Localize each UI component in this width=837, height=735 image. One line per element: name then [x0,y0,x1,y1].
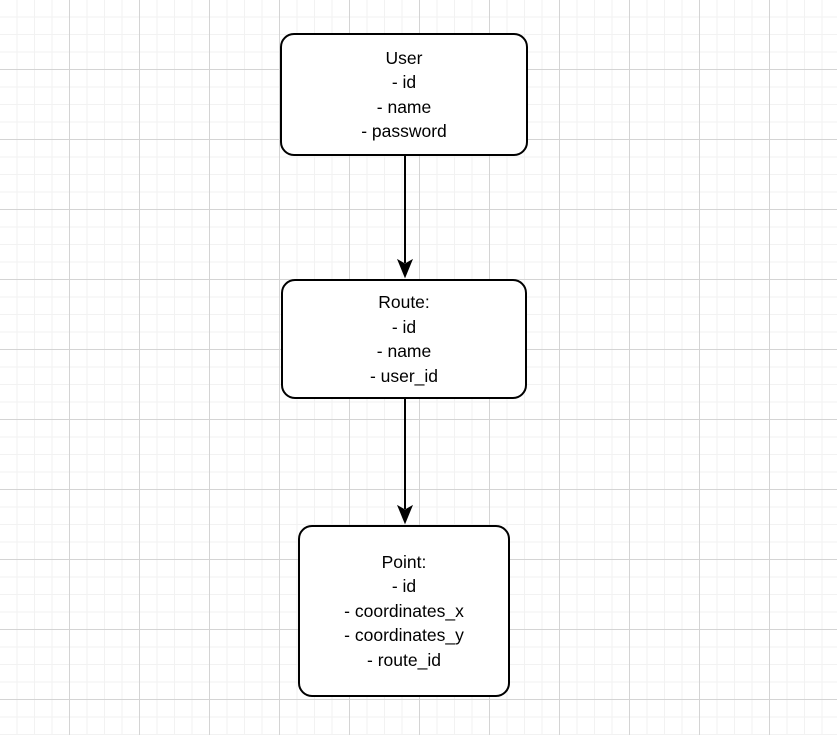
route-entity-box[interactable]: Route: - id - name - user_id [281,279,527,399]
entity-field: - name [376,96,432,117]
entity-field: - route_id [367,649,441,670]
entity-field: - password [361,121,447,141]
entity-title: User [385,47,423,68]
entity-field: - id [391,72,417,92]
point-entity-box[interactable]: Point: - id - coordinates_x - coordinate… [298,525,510,697]
edge-route-to-point[interactable] [385,395,425,535]
entity-field: - name [376,341,432,361]
entity-field: - user_id [369,365,439,386]
entity-field: - id [391,316,417,337]
arrowhead-icon [396,258,414,279]
edge-user-to-route[interactable] [385,150,425,290]
entity-field: - id [391,576,417,597]
entity-field: - coordinates_y [344,625,464,646]
arrowhead-icon [396,504,414,525]
entity-title: Point: [381,551,427,572]
user-entity-box[interactable]: User - id - name - password [280,33,528,156]
entity-title: Route: [378,292,430,312]
entity-field: - coordinates_x [344,600,464,621]
